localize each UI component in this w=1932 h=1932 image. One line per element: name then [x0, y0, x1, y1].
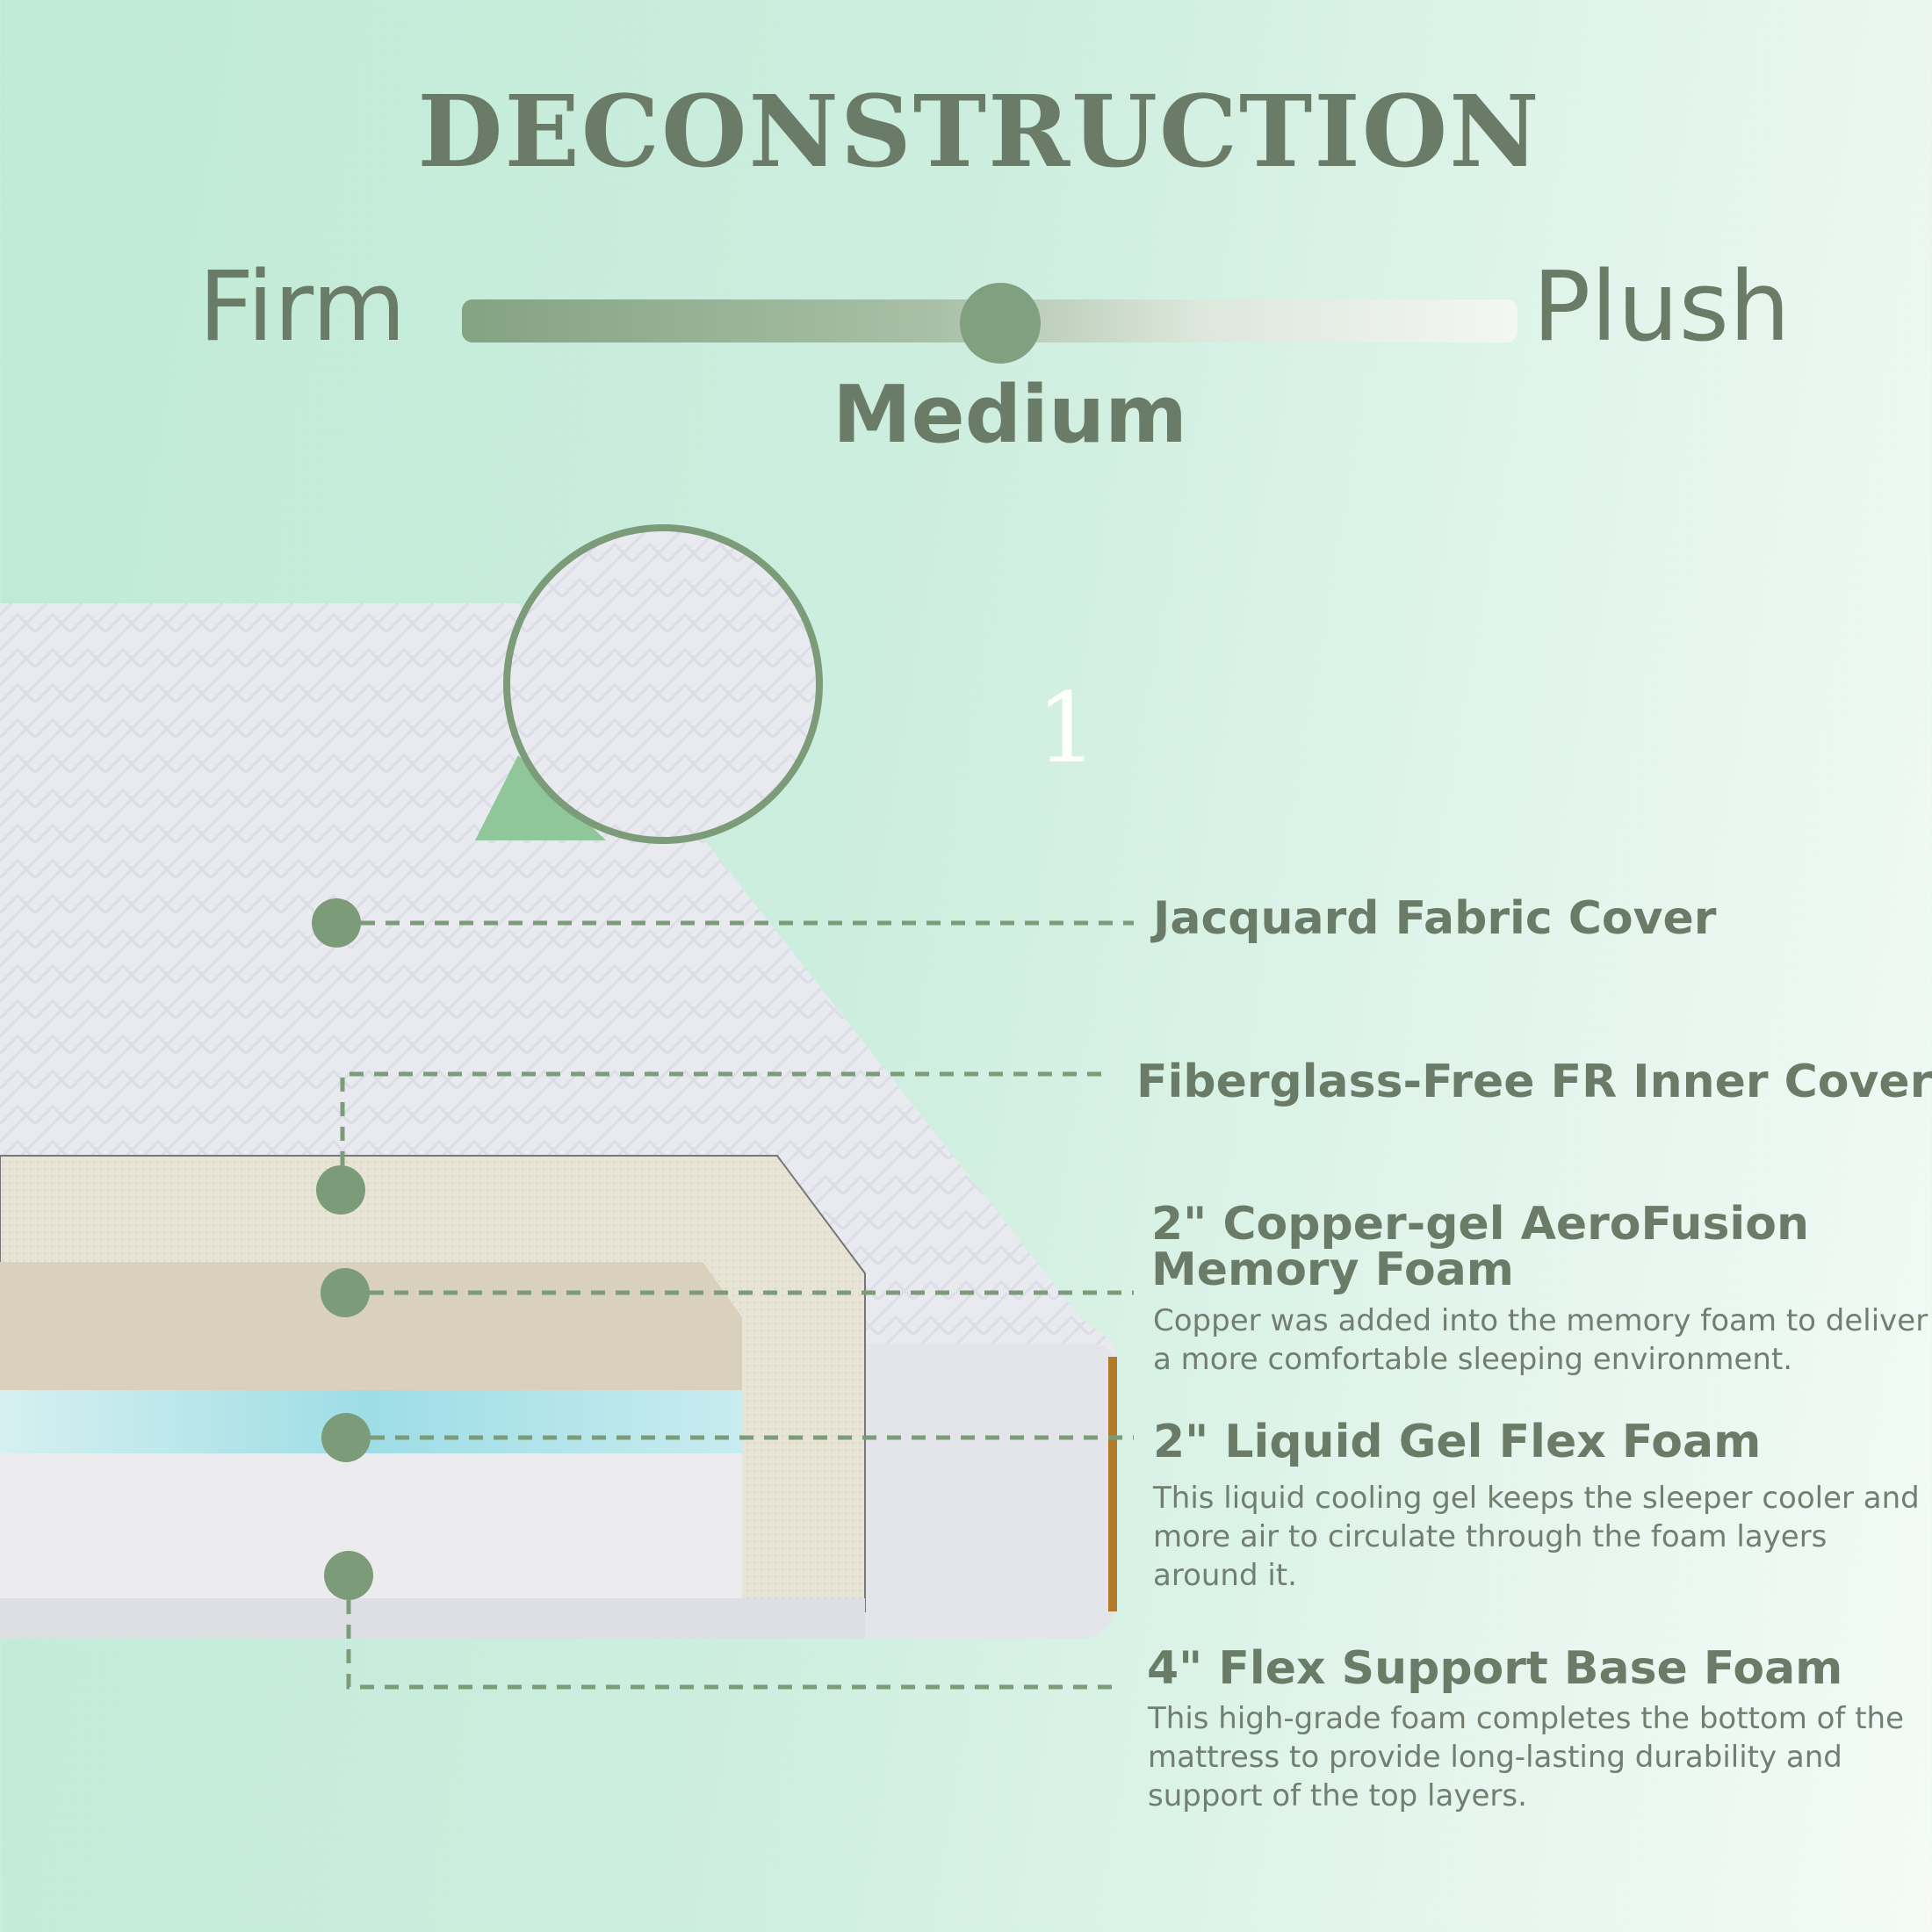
firm-label: Firm — [198, 250, 407, 363]
desc-line: This liquid cooling gel keeps the sleepe… — [1153, 1481, 1920, 1516]
plush-label: Plush — [1532, 250, 1791, 363]
layer-description: Copper was added into the memory foam to… — [1153, 1301, 1928, 1379]
callout-dot — [321, 1268, 370, 1317]
callout-dot — [321, 1413, 371, 1462]
marker-number: 1 — [1036, 672, 1098, 784]
desc-line: around it. — [1153, 1558, 1297, 1593]
layer-label: 4" Flex Support Base Foam — [1147, 1642, 1843, 1695]
callout-dot — [316, 1165, 365, 1215]
layer-label: Fiberglass-Free FR Inner Cover — [1136, 1056, 1932, 1108]
zoom-pointer — [475, 755, 606, 840]
desc-line: support of the top layers. — [1148, 1778, 1527, 1813]
fabric-zoom-circle — [507, 528, 819, 840]
callout-dot — [312, 898, 361, 948]
layer-label-line: 2" Copper-gel AeroFusion — [1151, 1198, 1809, 1251]
page-title: DECONSTRUCTION — [417, 75, 1541, 190]
layer-label: 2" Copper-gel AeroFusion Memory Foam — [1151, 1201, 1809, 1293]
desc-line: mattress to provide long-lasting durabil… — [1148, 1740, 1842, 1775]
desc-line: Copper was added into the memory foam to… — [1153, 1303, 1928, 1338]
layer-label-line: Memory Foam — [1151, 1244, 1514, 1296]
desc-line: This high-grade foam completes the botto… — [1148, 1701, 1905, 1736]
firmness-selected-label: Medium — [833, 369, 1187, 461]
memory-foam-layer — [0, 1262, 742, 1390]
callout-dot — [324, 1551, 373, 1600]
mattress-side-face — [865, 1344, 1115, 1639]
layer-label: Jacquard Fabric Cover — [1153, 892, 1717, 945]
desc-line: more air to circulate through the foam l… — [1153, 1519, 1827, 1554]
layer-label: 2" Liquid Gel Flex Foam — [1153, 1416, 1762, 1468]
firmness-indicator-knob — [960, 283, 1042, 364]
layer-description: This liquid cooling gel keeps the sleepe… — [1153, 1479, 1920, 1595]
desc-line: a more comfortable sleeping environment. — [1153, 1342, 1793, 1377]
layer-description: This high-grade foam completes the botto… — [1148, 1699, 1904, 1815]
liquid-gel-layer — [0, 1390, 742, 1453]
